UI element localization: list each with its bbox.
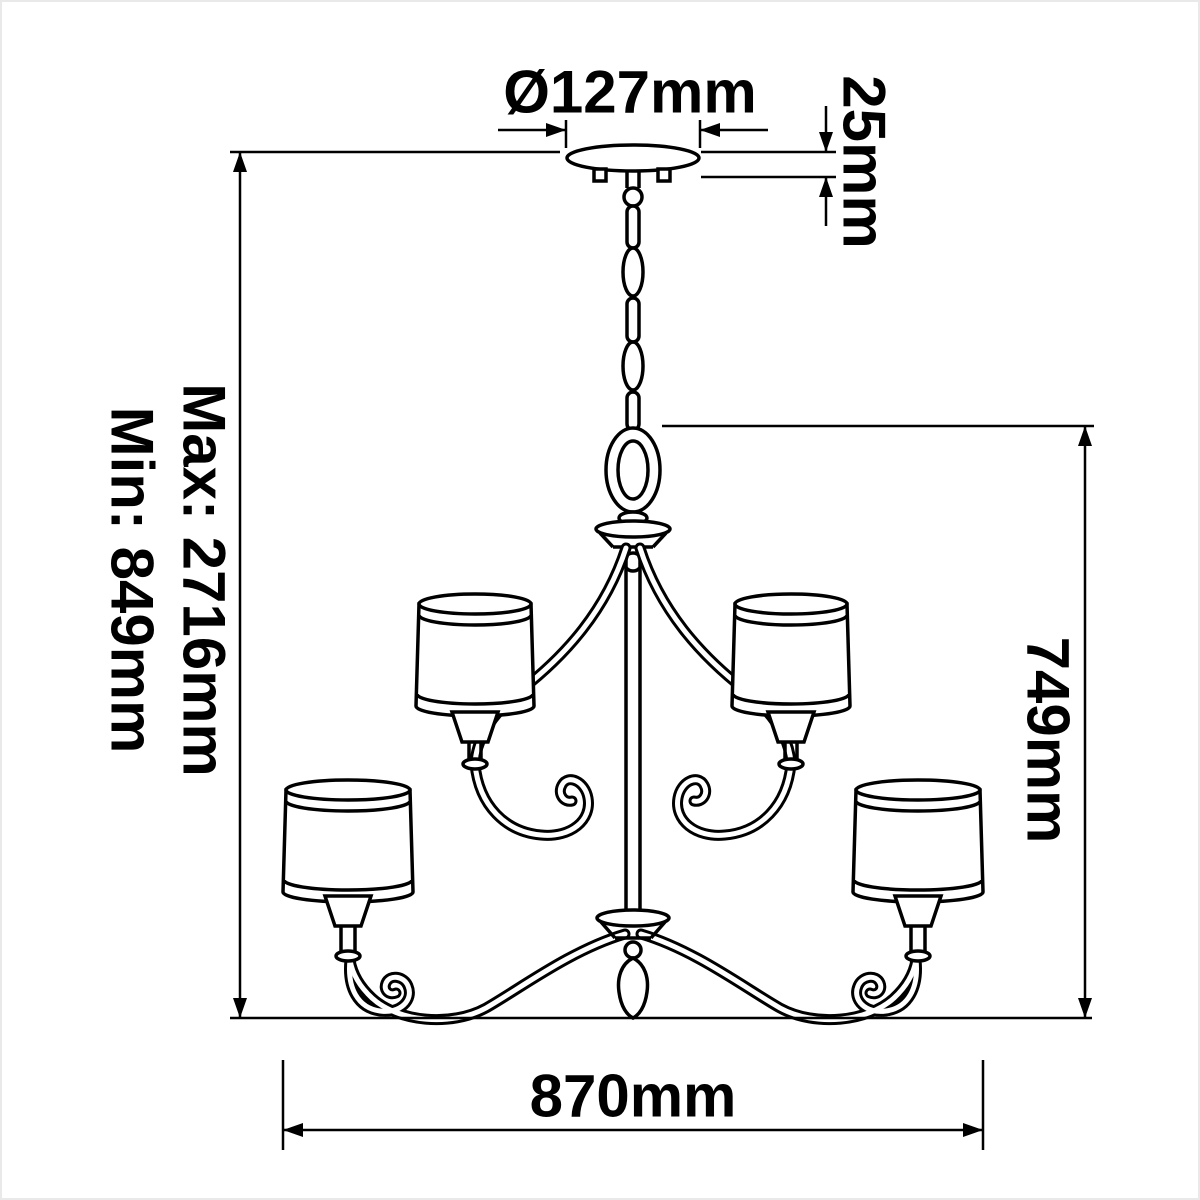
lower-right-socket bbox=[892, 894, 944, 963]
upper-right-shade bbox=[730, 592, 852, 718]
upper-left-shade bbox=[414, 592, 536, 718]
arrow-up-icon bbox=[819, 177, 833, 197]
arrow-left-icon bbox=[700, 123, 720, 137]
min-height-label: Min: 849mm bbox=[99, 407, 166, 754]
dimension-canopy-height: 25mm bbox=[701, 75, 898, 249]
upper-right-socket bbox=[765, 710, 817, 771]
arrow-up-icon bbox=[1078, 426, 1092, 446]
arrow-down-icon bbox=[819, 132, 833, 152]
lower-left-socket bbox=[322, 894, 374, 963]
arrow-up-icon bbox=[233, 152, 247, 172]
ceiling-canopy bbox=[565, 143, 701, 188]
arrow-right-icon bbox=[546, 123, 566, 137]
canopy-diameter-label: Ø127mm bbox=[503, 59, 756, 126]
dimension-overall-height: Min: 849mm Max: 2716mm bbox=[99, 150, 1092, 1020]
chain bbox=[621, 186, 645, 432]
dimension-width: 870mm bbox=[281, 1060, 985, 1150]
canopy-height-label: 25mm bbox=[831, 75, 898, 248]
finial-drop bbox=[616, 956, 650, 1020]
dimension-body-height: 749mm bbox=[662, 424, 1094, 1018]
arrow-left-icon bbox=[283, 1123, 303, 1137]
centre-column bbox=[594, 510, 672, 914]
bottom-hub bbox=[595, 908, 671, 960]
arrow-right-icon bbox=[963, 1123, 983, 1137]
lower-left-shade bbox=[281, 778, 415, 904]
body-height-label: 749mm bbox=[1015, 637, 1082, 844]
arrow-down-icon bbox=[233, 998, 247, 1018]
max-height-label: Max: 2716mm bbox=[171, 383, 238, 777]
arrow-down-icon bbox=[1078, 998, 1092, 1018]
dimension-canopy-diameter: Ø127mm bbox=[498, 59, 768, 148]
hanging-loop bbox=[604, 426, 662, 514]
lower-right-shade bbox=[851, 778, 985, 904]
upper-left-socket bbox=[449, 710, 501, 771]
width-label: 870mm bbox=[530, 1063, 737, 1130]
